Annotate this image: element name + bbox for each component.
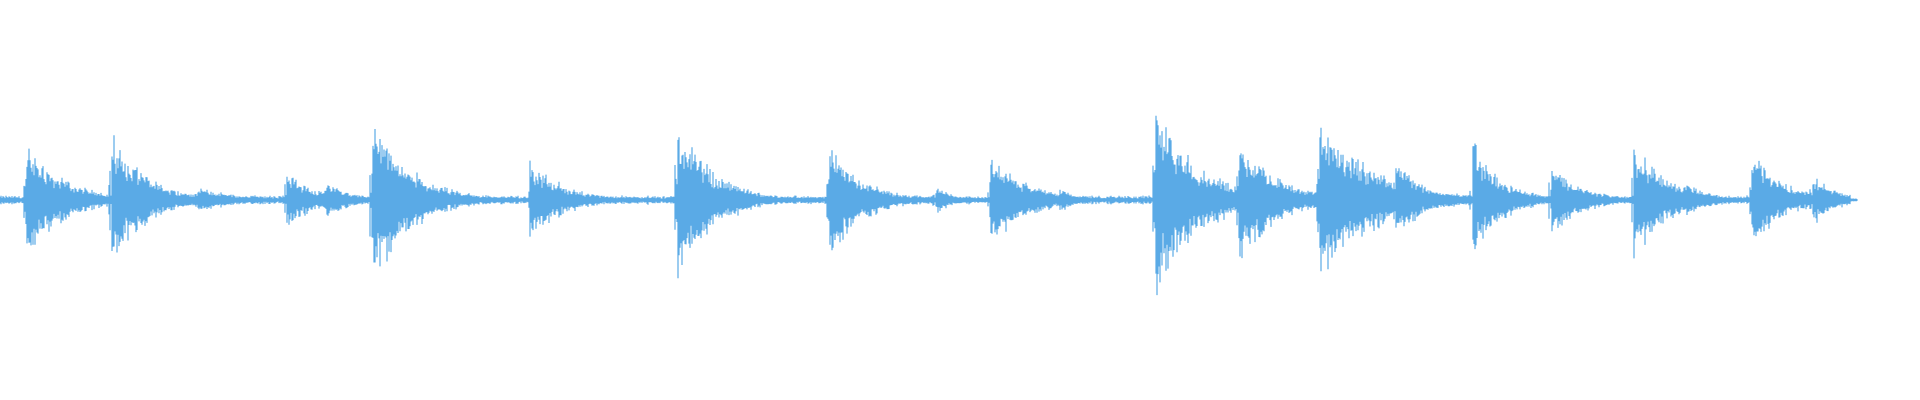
waveform-samples [0,115,1858,296]
waveform-path [0,115,1858,296]
